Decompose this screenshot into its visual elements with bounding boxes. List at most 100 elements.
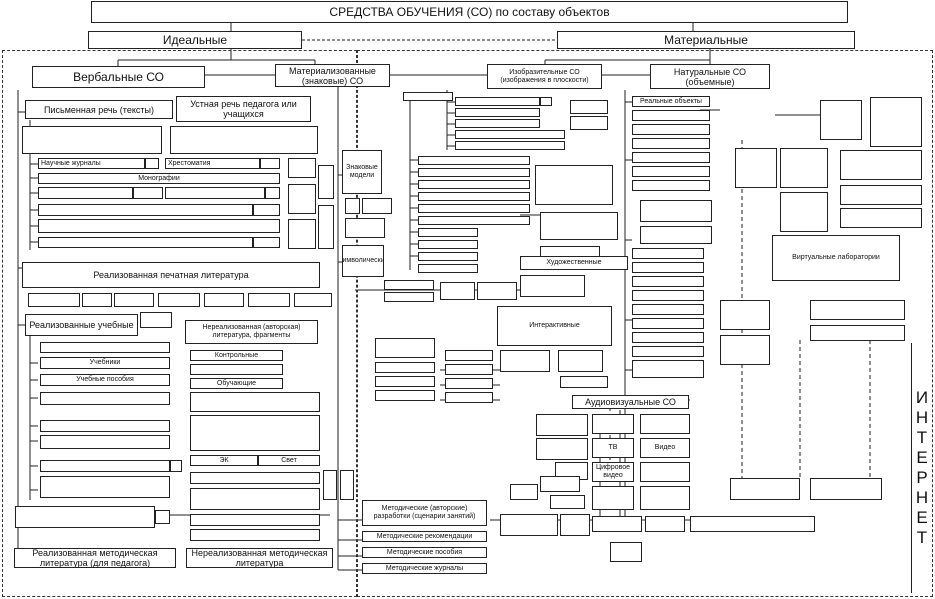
metod-posob: Методические пособия [362, 547, 487, 558]
internet-label: ИНТЕРНЕТ [911, 343, 932, 593]
chip-7 [294, 293, 332, 307]
av-tv: ТВ [592, 438, 634, 458]
sym-1 [418, 156, 530, 165]
chip-6 [248, 293, 290, 307]
nat-2 [632, 124, 710, 135]
nat-side2 [870, 97, 922, 147]
box-sm17 [440, 282, 475, 300]
box-sm13 [362, 198, 392, 214]
nat-5 [632, 166, 710, 177]
nat-mid6 [632, 290, 704, 301]
sym-10 [418, 264, 478, 273]
nat-side [820, 100, 862, 140]
nat-3 [632, 138, 710, 149]
nat-mid7 [632, 304, 704, 315]
box-sbornik [40, 435, 170, 449]
box-scientific-journals: Научные журналы [38, 158, 145, 169]
sym-6 [418, 216, 530, 225]
av-15 [645, 516, 685, 532]
nat-mid8 [632, 318, 704, 329]
pictorial-node: Изобразительные СО (изображения в плоско… [487, 64, 602, 89]
nat-mid1 [640, 200, 712, 222]
chip-1 [28, 293, 80, 307]
chip-4 [158, 293, 200, 307]
box-sm12 [345, 198, 360, 214]
box-autoreferat [165, 187, 265, 199]
nat-right4 [810, 325, 905, 341]
av-12 [500, 514, 558, 536]
av-video: Видео [640, 438, 690, 458]
author-controls: Контрольные [190, 350, 283, 361]
box-side-v2 [318, 205, 334, 249]
materialized-node: Материализованные (знаковые) СО [275, 64, 390, 87]
material-heading: Материальные [557, 31, 855, 49]
diagram-title: СРЕДСТВА ОБУЧЕНИЯ (СО) по составу объект… [91, 1, 848, 23]
sym-4 [418, 192, 530, 201]
unrealized-methodical: Нереализованная методическая литература [186, 548, 333, 568]
inter-6 [445, 364, 493, 375]
author-conspect [190, 529, 320, 541]
box-sm6 [253, 237, 280, 248]
av-9 [510, 484, 538, 500]
pic-5 [455, 141, 565, 150]
av-8 [640, 486, 690, 510]
nat-right6 [810, 478, 882, 500]
sym-9 [418, 252, 478, 261]
real-objects: Реальные объекты [632, 96, 710, 107]
av-17 [610, 542, 642, 562]
av-10 [540, 476, 580, 492]
nat-col5 [840, 185, 922, 205]
ideal-frame [2, 50, 357, 597]
av-cifr-video: Цифровое видео [592, 462, 634, 482]
hudozh-node: Художественные [520, 256, 628, 270]
author-reference [190, 364, 283, 375]
box-sm4 [265, 187, 280, 199]
box-monografii: Монографии [38, 173, 280, 184]
metod-zhurn: Методические журналы [362, 563, 487, 574]
sym-note4 [520, 275, 585, 297]
textbook-posobie: Учебные пособия [40, 374, 170, 386]
box-side1 [288, 158, 316, 178]
inter-10 [558, 350, 603, 372]
author-tasks [190, 392, 320, 412]
box-sm5 [253, 204, 280, 216]
box-sm2 [260, 158, 280, 169]
author-card [190, 472, 320, 484]
inter-1 [375, 338, 435, 358]
author-svet: Свет [258, 455, 320, 466]
sign-models: Знаковые модели [342, 150, 382, 194]
inter-7 [445, 378, 493, 389]
av-6 [640, 462, 690, 482]
av-2 [592, 414, 634, 434]
pic-2 [455, 108, 540, 117]
author-ek: ЭК [190, 455, 258, 466]
box-sredstva [15, 506, 155, 528]
box-side3 [288, 219, 316, 249]
metod-rekom: Методические рекомендации [362, 531, 487, 542]
nat-mid9 [632, 332, 704, 343]
box-sm8 [170, 460, 182, 472]
inter-9 [500, 350, 550, 372]
box-sm10 [323, 470, 337, 500]
author-training: Обучающие [190, 378, 283, 389]
nat-right5 [730, 478, 800, 500]
inter-2 [375, 362, 435, 373]
box-hrestomatia: Хрестоматия [165, 158, 260, 169]
nat-6 [632, 180, 710, 191]
chip-2 [82, 293, 112, 307]
nat-1 [632, 110, 710, 121]
pic-1b [540, 97, 552, 106]
pic-1 [455, 97, 540, 106]
nat-right2 [720, 335, 770, 365]
nat-right1 [720, 300, 770, 330]
box-sm11 [340, 470, 354, 500]
box-rab-tetr [40, 420, 170, 432]
sym-8 [418, 240, 478, 249]
chip-3 [114, 293, 154, 307]
box-metod-uk [40, 476, 170, 498]
av-1 [536, 414, 588, 436]
box-uch-prakt [40, 392, 170, 405]
sym-7 [418, 228, 478, 237]
sym-5 [418, 204, 530, 213]
